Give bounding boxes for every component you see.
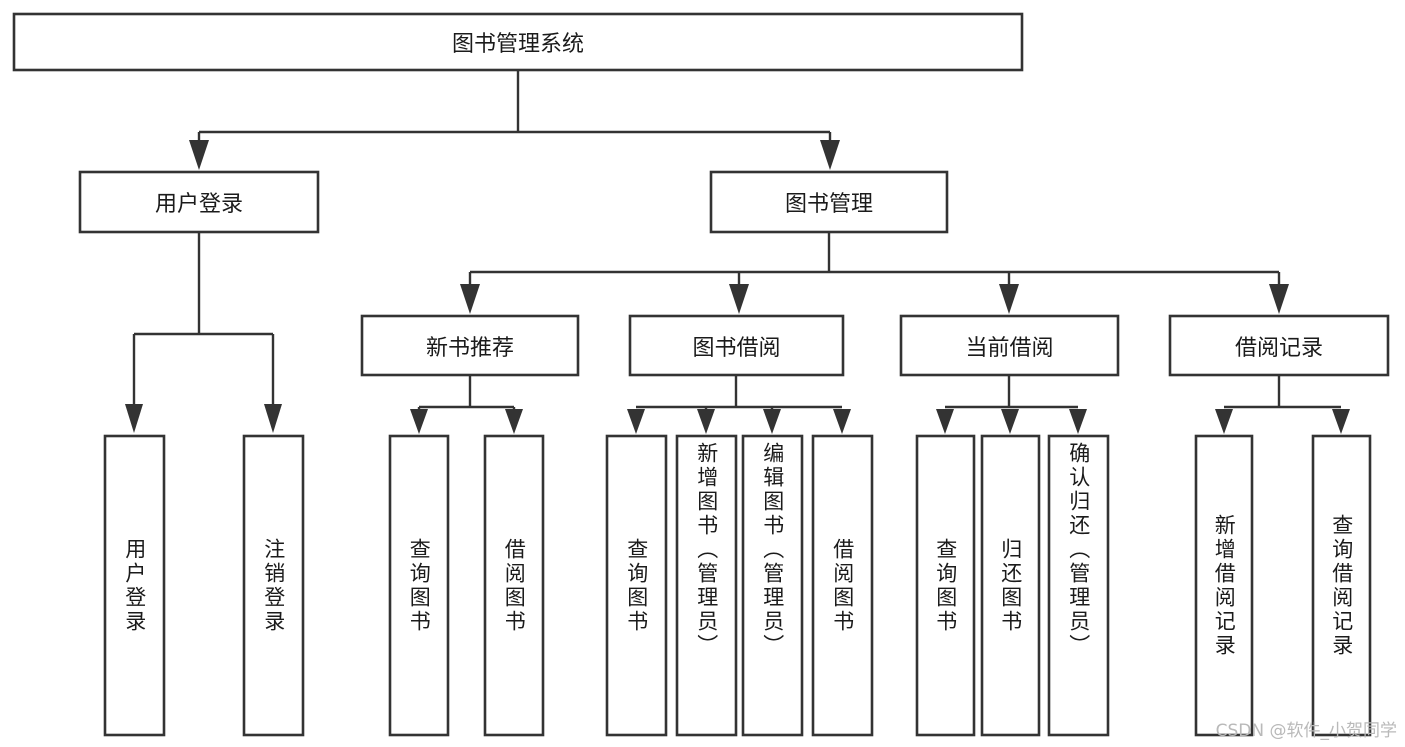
node-current-borrow-box[interactable] xyxy=(899,314,1120,377)
node-new-book-recommend-box[interactable] xyxy=(360,314,580,377)
node-book-borrow-box[interactable] xyxy=(628,314,845,377)
node-root-box[interactable] xyxy=(12,12,1024,72)
node-borrow-book-2-box[interactable] xyxy=(811,434,874,737)
arrow-head-user-login xyxy=(189,140,209,170)
node-add-borrow-record-box[interactable] xyxy=(1194,434,1254,737)
arrow-head-query-book-3 xyxy=(936,409,954,434)
arrow-head-query-book-2 xyxy=(627,409,645,434)
arrow-head-query-book-1 xyxy=(410,409,428,434)
node-borrow-book-1-box[interactable] xyxy=(483,434,545,737)
arrow-head-borrow-book-2 xyxy=(833,409,851,434)
arrow-head-query-borrow-record xyxy=(1332,409,1350,434)
arrow-head-borrow-book-1 xyxy=(505,409,523,434)
node-query-book-2-box[interactable] xyxy=(605,434,668,737)
node-query-borrow-record-box[interactable] xyxy=(1311,434,1372,737)
arrow-head-current-borrow xyxy=(999,284,1019,314)
arrow-head-return-book xyxy=(1001,409,1019,434)
node-query-book-1-box[interactable] xyxy=(388,434,450,737)
arrow-head-confirm-return-admin xyxy=(1069,409,1087,434)
node-query-book-3-box[interactable] xyxy=(915,434,976,737)
node-add-book-admin-box[interactable] xyxy=(675,434,738,737)
arrow-head-user-login-leaf xyxy=(125,404,143,433)
arrow-head-user-logout-leaf xyxy=(264,404,282,433)
arrow-head-book-borrow xyxy=(729,284,749,314)
node-user-login-leaf-box[interactable] xyxy=(103,434,166,737)
arrow-head-edit-book-admin xyxy=(763,409,781,434)
arrow-head-borrow-record xyxy=(1269,284,1289,314)
node-confirm-return-admin-box[interactable] xyxy=(1047,434,1110,737)
arrow-head-add-book-admin xyxy=(697,409,715,434)
node-return-book-box[interactable] xyxy=(980,434,1041,737)
node-book-management-box[interactable] xyxy=(709,170,949,234)
node-user-login-box[interactable] xyxy=(78,170,320,234)
arrow-head-book-management xyxy=(820,140,840,170)
arrow-head-add-borrow-record xyxy=(1215,409,1233,434)
node-borrow-record-box[interactable] xyxy=(1168,314,1390,377)
arrow-head-new-book-recommend xyxy=(460,284,480,314)
node-edit-book-admin-box[interactable] xyxy=(741,434,804,737)
node-user-logout-leaf-box[interactable] xyxy=(242,434,305,737)
